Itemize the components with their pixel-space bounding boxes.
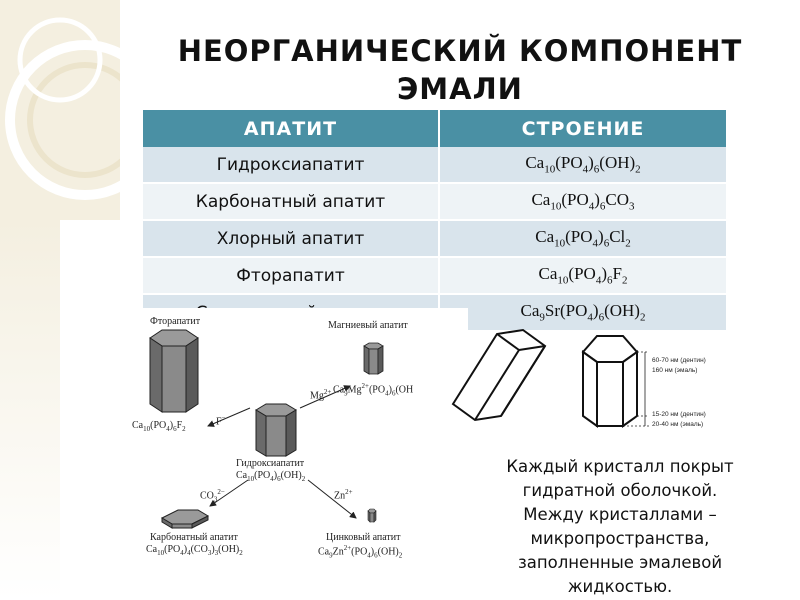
carbonate-apatite-crystal bbox=[160, 509, 210, 529]
caption-line-3: Между кристаллами – bbox=[523, 505, 717, 524]
zinc-apatite-formula: Ca9Zn2+(PO4)6(OH)2 bbox=[318, 544, 403, 560]
arrow-to-magnesium bbox=[299, 385, 351, 409]
caption-line-6: жидкостью. bbox=[567, 577, 673, 596]
title-line-1: НЕОРГАНИЧЕСКИЙ КОМПОНЕНТ bbox=[177, 34, 743, 68]
fluorapatite-formula: Ca10(PO4)6F2 bbox=[132, 420, 186, 433]
dimension-label-2: 160 нм (эмаль) bbox=[652, 367, 698, 374]
caption-line-2: гидратной оболочкой. bbox=[522, 481, 718, 500]
fluorapatite-label: Фторапатит bbox=[150, 316, 201, 327]
arrow-to-carbonate bbox=[209, 479, 249, 507]
magnesium-apatite-formula: Ca9Mg2+(PO4)6(OH bbox=[333, 382, 414, 398]
zinc-apatite-crystal bbox=[367, 508, 377, 523]
crystal-drawing bbox=[451, 328, 649, 428]
arrow-to-zinc bbox=[307, 479, 357, 519]
magnesium-apatite-label: Магниевый апатит bbox=[328, 320, 408, 331]
apatite-substitution-diagram: Фторапатит Ca10(PO4)6F2 F− Магниевый апа… bbox=[128, 308, 468, 600]
magnesium-apatite-crystal bbox=[363, 342, 384, 375]
dimension-label-1: 60-70 нм (дентин) bbox=[652, 357, 706, 364]
upright-prism bbox=[581, 335, 639, 428]
formula-cell: Ca10(PO4)6F2 bbox=[439, 257, 728, 295]
apatite-name-cell: Фторапатит bbox=[143, 257, 440, 295]
hydroxyapatite-label: Гидроксиапатит bbox=[236, 458, 305, 469]
column-header-apatite: АПАТИТ bbox=[143, 110, 440, 147]
caption-line-5: заполненные эмалевой bbox=[517, 553, 723, 572]
carbonate-apatite-formula: Ca10(PO4)4(CO3)3(OH)2 bbox=[146, 544, 243, 557]
hydroxyapatite-crystal bbox=[255, 403, 297, 457]
formula-cell: Ca10(PO4)6(OH)2 bbox=[439, 147, 728, 184]
formula-cell: Ca10(PO4)6CO3 bbox=[439, 183, 728, 221]
crystal-dimensions-figure: 60-70 нм (дентин) 160 нм (эмаль) 15-20 н… bbox=[445, 320, 755, 450]
title-line-2: ЭМАЛИ bbox=[397, 72, 523, 106]
table-header-row: АПАТИТ СТРОЕНИЕ bbox=[143, 110, 728, 147]
caption-line-1: Каждый кристалл покрыт bbox=[506, 457, 734, 476]
carbonate-apatite-label: Карбонатный апатит bbox=[150, 532, 238, 543]
apatite-name-cell: Гидроксиапатит bbox=[143, 147, 440, 184]
slide-title: НЕОРГАНИЧЕСКИЙ КОМПОНЕНТ ЭМАЛИ bbox=[140, 32, 780, 108]
apatite-name-cell: Хлорный апатит bbox=[143, 220, 440, 258]
hydroxyapatite-formula: Ca10(PO4)6(OH)2 bbox=[236, 470, 306, 483]
carbonate-ion-label: CO32− bbox=[200, 488, 225, 504]
formula-cell: Ca9Sr(PO4)6(OH)2 bbox=[439, 294, 728, 332]
fluorapatite-crystal bbox=[149, 329, 199, 413]
formula-cell: Ca10(PO4)6Cl2 bbox=[439, 220, 728, 258]
tilted-prism bbox=[451, 328, 547, 422]
zinc-ion-label: Zn2+ bbox=[334, 488, 353, 502]
caption-text: Каждый кристалл покрыт гидратной оболочк… bbox=[465, 455, 775, 599]
zinc-apatite-label: Цинковый апатит bbox=[326, 532, 401, 543]
dimension-label-4: 20-40 нм (эмаль) bbox=[652, 421, 704, 428]
arrow-to-fluorapatite bbox=[207, 407, 251, 427]
diagram-drawing bbox=[149, 329, 384, 529]
decorative-swirl bbox=[0, 0, 120, 220]
dimension-label-3: 15-20 нм (дентин) bbox=[652, 411, 706, 418]
apatite-name-cell: Карбонатный апатит bbox=[143, 183, 440, 221]
column-header-structure: СТРОЕНИЕ bbox=[439, 110, 728, 147]
decorative-band bbox=[0, 220, 60, 600]
caption-line-4: микропространства, bbox=[530, 529, 710, 548]
magnesium-ion-label: Mg2+ bbox=[310, 388, 332, 402]
fluoride-ion-label: F− bbox=[216, 414, 226, 428]
